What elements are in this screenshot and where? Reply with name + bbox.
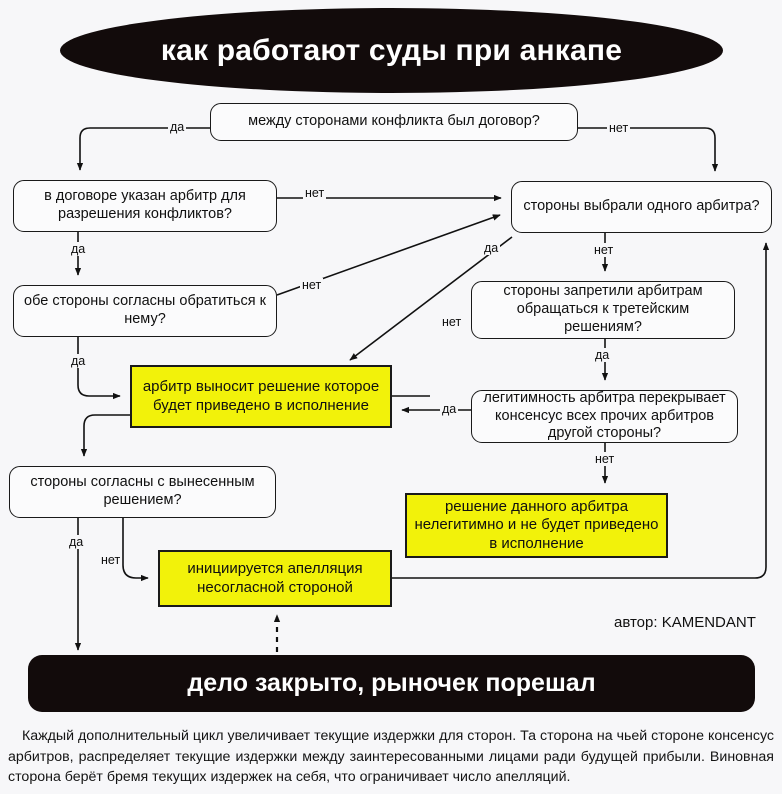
edge-label-contract-no: нет: [607, 121, 631, 135]
edge-label-contract-yes: да: [168, 120, 187, 134]
node-legitimacy[interactable]: легитимность арбитра перекрывает консенс…: [471, 390, 738, 443]
edge-label-legitimacy-yes: да: [440, 402, 459, 416]
footnote: Каждый дополнительный цикл увеличивает т…: [8, 726, 774, 788]
edge-label-forbid-no: нет: [440, 315, 464, 329]
node-both-agree[interactable]: обе стороны согласны обратиться к нему?: [13, 285, 277, 337]
edge-label-both-agree-no: нет: [300, 278, 324, 292]
node-arbiter-named[interactable]: в договоре указан арбитр для разрешения …: [13, 180, 277, 232]
edge-label-arbiter-named-yes: да: [69, 242, 88, 256]
page-title: как работают суды при анкапе: [160, 33, 623, 67]
edge-label-single-arbiter-no: нет: [592, 243, 616, 257]
closing-banner-label: дело закрыто, рыночек порешал: [187, 669, 596, 697]
node-parties-agree-award-label: стороны согласны с вынесенным решением?: [30, 474, 255, 508]
node-single-arbiter-label: стороны выбрали одного арбитра?: [523, 198, 760, 215]
node-forbid-third-party[interactable]: стороны запретили арбитрам обращаться к …: [471, 281, 735, 339]
edge-label-award-agree-yes: да: [67, 535, 86, 549]
node-award-enforced-label: арбитр выносит решение которое будет при…: [142, 378, 380, 414]
node-both-agree-label: обе стороны согласны обратиться к нему?: [24, 293, 266, 327]
footnote-text: Каждый дополнительный цикл увеличивает т…: [8, 728, 774, 786]
node-legitimacy-label: легитимность арбитра перекрывает консенс…: [483, 389, 726, 442]
node-forbid-third-party-label: стороны запретили арбитрам обращаться к …: [503, 283, 703, 335]
node-award-enforced[interactable]: арбитр выносит решение которое будет при…: [130, 365, 392, 428]
node-appeal[interactable]: инициируется апелляция несогласной сторо…: [158, 550, 392, 607]
node-appeal-label: инициируется апелляция несогласной сторо…: [187, 560, 363, 596]
edge-label-single-arbiter-yes: да: [482, 241, 501, 255]
edge-label-both-agree-yes: да: [69, 354, 88, 368]
node-arbiter-named-label: в договоре указан арбитр для разрешения …: [44, 188, 246, 222]
edge-label-forbid-yes: да: [593, 348, 612, 362]
edge-label-legitimacy-no: нет: [593, 452, 617, 466]
node-award-void-label: решение данного арбитра нелегитимно и не…: [414, 498, 659, 552]
closing-banner: дело закрыто, рыночек порешал: [28, 655, 755, 712]
edge-label-award-agree-no: нет: [99, 553, 123, 567]
edge-label-arbiter-named-no: нет: [303, 186, 327, 200]
node-award-void[interactable]: решение данного арбитра нелегитимно и не…: [405, 493, 668, 558]
node-parties-agree-award[interactable]: стороны согласны с вынесенным решением?: [9, 466, 276, 518]
poster-title-banner: как работают суды при анкапе: [60, 8, 723, 93]
node-contract-exists[interactable]: между сторонами конфликта был договор?: [210, 103, 578, 141]
author-credit: автор: KAMENDANT: [614, 614, 756, 631]
node-single-arbiter[interactable]: стороны выбрали одного арбитра?: [511, 181, 772, 233]
node-contract-exists-label: между сторонами конфликта был договор?: [248, 113, 540, 130]
